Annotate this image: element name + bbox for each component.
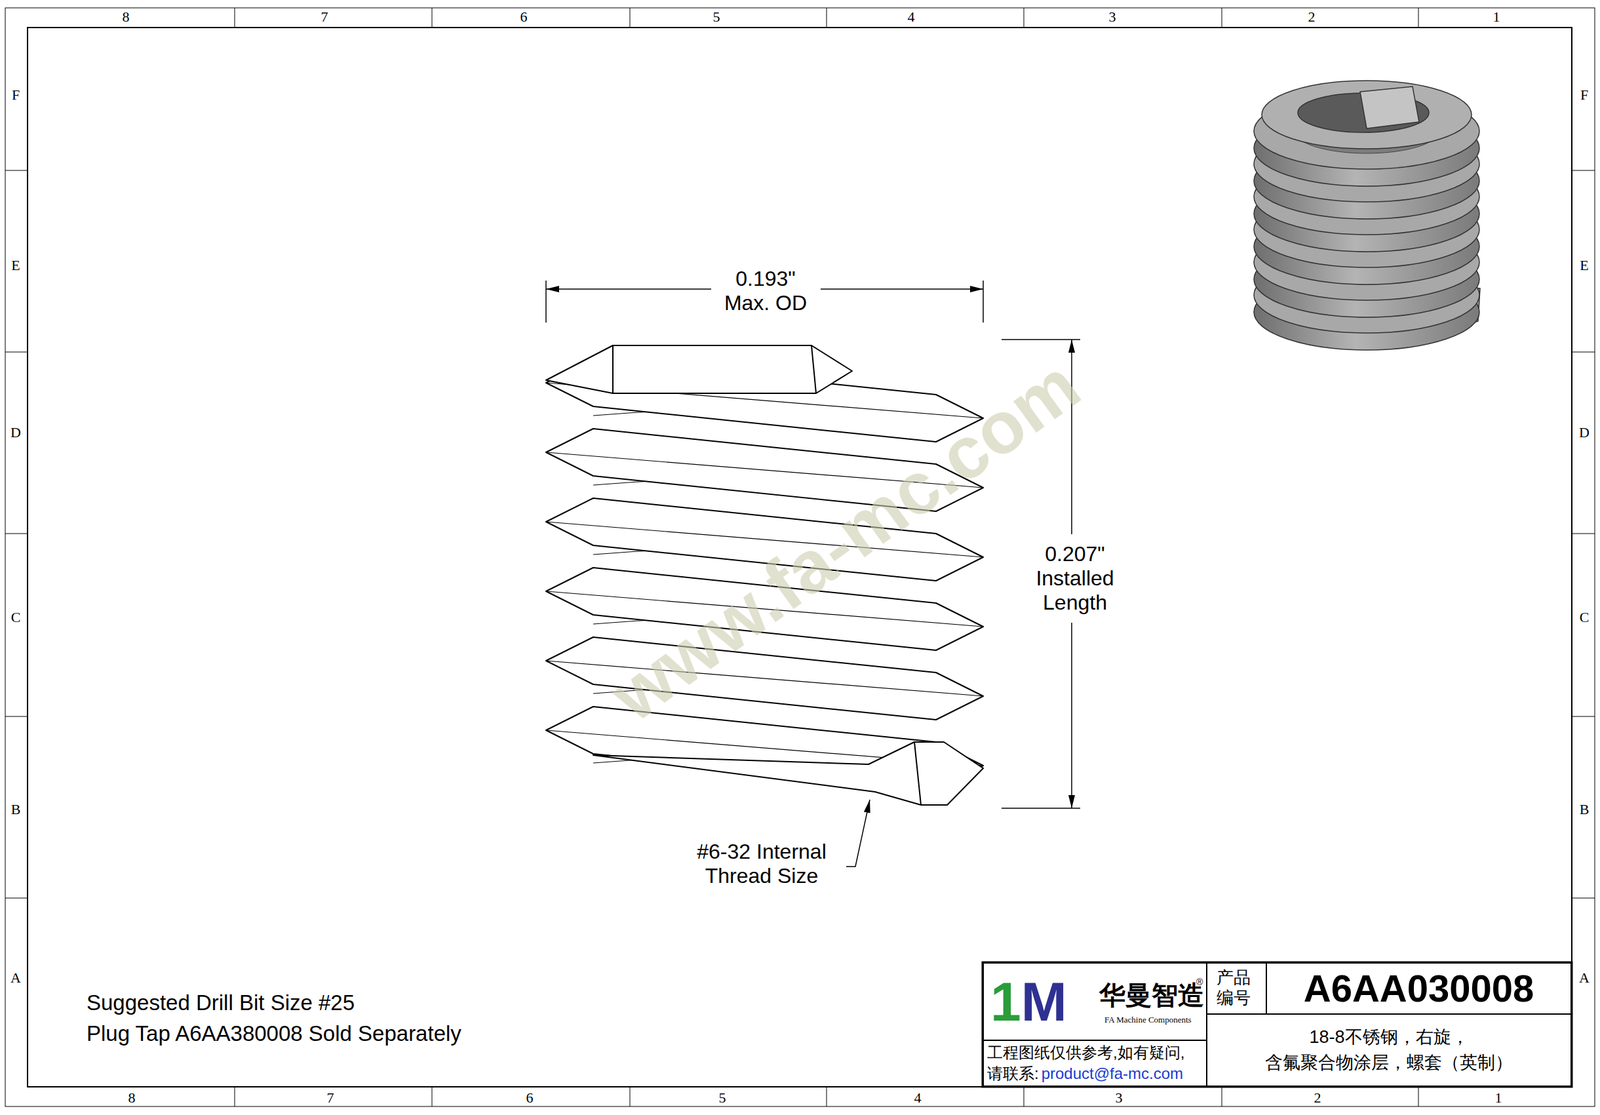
grid-ticks (5, 7, 1595, 1107)
contact-note: 工程图纸仅供参考,如有疑问, (987, 1043, 1185, 1063)
note-text: Suggested Drill Bit Size #25 (86, 990, 355, 1016)
company-subtitle: FA Machine Components (1104, 1014, 1192, 1026)
contact-email: product@fa-mc.com (1041, 1064, 1184, 1084)
company-name: 华曼智造 (1099, 979, 1205, 1011)
grid-row-letter: F (1580, 86, 1589, 103)
product-code-heading: 产品 编号 (1206, 962, 1268, 1015)
contact-cell: 工程图纸仅供参考,如有疑问,请联系:product@fa-mc.com (982, 1039, 1208, 1087)
grid-row-letter: B (11, 800, 21, 818)
dimension-text: 0.193" Max. OD (713, 265, 818, 317)
title-block-frame (982, 962, 1572, 1087)
grid-column-number: 7 (321, 8, 329, 25)
grid-row-letter: D (1579, 424, 1590, 441)
field-heading: 产品 编号 (1216, 967, 1256, 1009)
registered-mark: ® (1196, 976, 1203, 988)
thread-insert-view (546, 345, 984, 805)
grid-column-number: 5 (719, 1089, 727, 1106)
grid-column-number: 6 (520, 8, 528, 25)
grid-column-number: 3 (1109, 8, 1117, 25)
grid-column-number: 8 (122, 8, 130, 25)
grid-row-letter: A (1579, 969, 1590, 986)
grid-column-number: 4 (914, 1089, 922, 1106)
logo-mark: 1M (990, 968, 1068, 1035)
logo-cell: 1M 华曼智造® FA Machine Components (982, 962, 1208, 1041)
grid-column-number: 4 (907, 8, 916, 25)
grid-column-number: 2 (1308, 8, 1316, 25)
grid-column-number: 7 (327, 1089, 335, 1106)
contact-note: 请联系: (987, 1064, 1039, 1084)
grid-row-letter: F (11, 86, 20, 103)
grid-row-letter: E (11, 256, 20, 274)
part-number-cell: A6AA030008 (1265, 962, 1572, 1015)
part-description: 18-8不锈钢，右旋， 含氟聚合物涂层，螺套（英制） (1248, 1024, 1530, 1076)
grid-row-letter: C (1579, 608, 1590, 626)
callout-text: #6-32 Internal Thread Size (677, 838, 847, 890)
grid-row-letter: A (10, 969, 21, 986)
description-cell: 18-8不锈钢，右旋， 含氟聚合物涂层，螺套（英制） (1206, 1013, 1572, 1087)
isometric-insert (1253, 80, 1481, 351)
part-number: A6AA030008 (1303, 965, 1534, 1012)
grid-column-number: 3 (1115, 1089, 1123, 1106)
sheet-border (27, 27, 1572, 1087)
grid-column-number: 1 (1495, 1089, 1503, 1106)
grid-column-number: 6 (526, 1089, 534, 1106)
dimension-text: 0.207" Installed Length (1019, 540, 1131, 616)
note-text: Plug Tap A6AA380008 Sold Separately (86, 1021, 462, 1047)
grid-row-letter: B (1579, 800, 1590, 818)
grid-row-letter: C (11, 608, 21, 626)
grid-column-number: 2 (1314, 1089, 1322, 1106)
grid-row-letter: D (10, 424, 21, 441)
grid-column-number: 5 (713, 8, 721, 25)
grid-column-number: 8 (128, 1089, 136, 1106)
grid-row-letter: E (1579, 256, 1589, 274)
grid-column-number: 1 (1493, 8, 1501, 25)
